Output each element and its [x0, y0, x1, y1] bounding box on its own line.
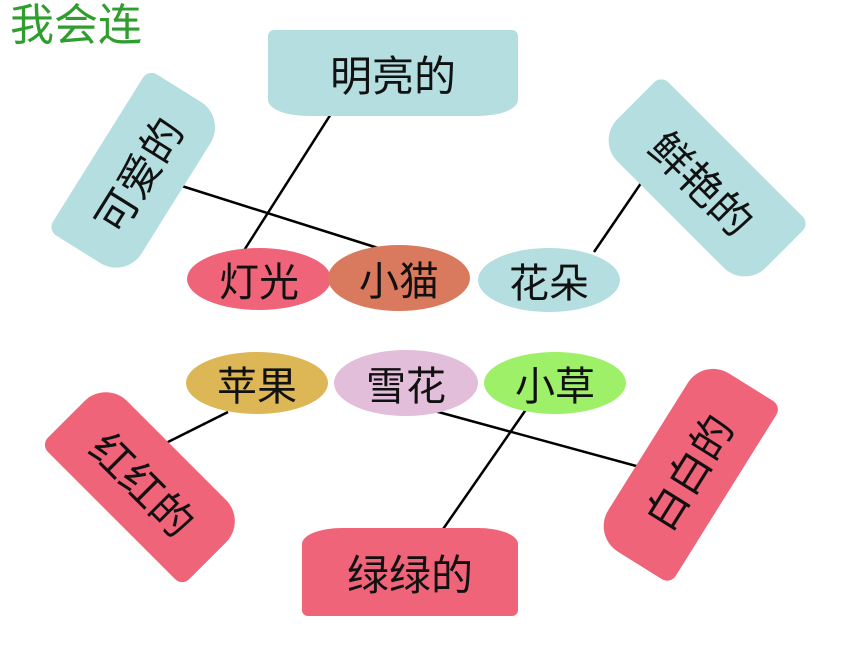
banner-keai[interactable]: 可爱的 [47, 69, 227, 279]
oval-xiaomao-label: 小猫 [359, 259, 439, 305]
oval-xiaocao[interactable]: 小草 [484, 352, 626, 414]
page-title: 我会连 [10, 0, 142, 51]
line-keai-xiaomao [165, 179, 379, 250]
banner-honghong-label: 红红的 [79, 423, 204, 547]
banner-baibai-label: 白白的 [635, 406, 744, 540]
oval-pingguo-label: 苹果 [217, 364, 297, 410]
oval-dengguang-label: 灯光 [219, 260, 299, 306]
oval-huaduo-label: 花朵 [509, 261, 589, 307]
banner-xianyan[interactable]: 鲜艳的 [596, 75, 810, 289]
line-baibai-xuehua [419, 405, 652, 472]
banner-lvlv-label: 绿绿的 [346, 550, 473, 600]
oval-huaduo[interactable]: 花朵 [478, 248, 620, 312]
line-lvlv-xiaocao [430, 397, 536, 546]
banner-xianyan-label: 鲜艳的 [638, 122, 763, 246]
oval-dengguang[interactable]: 灯光 [187, 248, 331, 310]
banner-mingliang[interactable]: 明亮的 [268, 30, 518, 116]
oval-xiaocao-label: 小草 [515, 364, 595, 410]
banner-keai-label: 可爱的 [85, 109, 194, 243]
oval-xuehua[interactable]: 雪花 [334, 350, 478, 416]
banner-lvlv[interactable]: 绿绿的 [302, 528, 518, 616]
oval-xuehua-label: 雪花 [366, 364, 446, 410]
oval-pingguo[interactable]: 苹果 [186, 352, 328, 414]
oval-xiaomao[interactable]: 小猫 [328, 245, 470, 311]
banner-mingliang-label: 明亮的 [329, 51, 456, 101]
line-mingliang-dengguang [241, 105, 338, 253]
